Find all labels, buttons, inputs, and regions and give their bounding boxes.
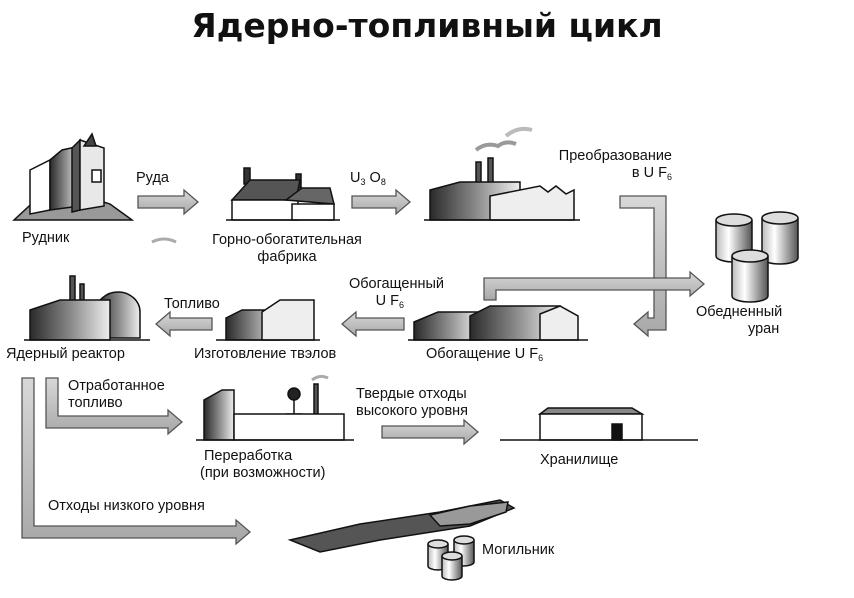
label-u3o8-u: U xyxy=(350,170,361,186)
label-spent-line1: Отработанное xyxy=(68,378,165,394)
label-enriched-sub: 6 xyxy=(398,300,404,310)
label-fabrication: Изготовление твэлов xyxy=(194,346,337,362)
label-u3o8-u-sub: 3 xyxy=(360,177,366,187)
label-high-level-waste: Твердые отходы высокого уровня xyxy=(356,386,468,420)
label-enriched-line2: U F6 xyxy=(304,293,444,314)
enrichment-plant-icon xyxy=(408,305,588,341)
label-reprocessing: Переработка (при возможности) xyxy=(190,448,390,482)
label-enriched: Обогащенный U F6 xyxy=(304,276,444,314)
arrow-hlw xyxy=(381,418,479,446)
label-spent-line2: топливо xyxy=(68,395,123,411)
label-mill-line2: фабрика xyxy=(257,249,317,265)
arrow-ore xyxy=(137,188,199,216)
label-mill-line1: Горно-обогатительная xyxy=(212,232,362,248)
label-spent-fuel: Отработанное топливо xyxy=(68,378,165,412)
depleted-uranium-barrels-icon xyxy=(715,211,799,303)
repository-icon xyxy=(287,499,516,581)
label-repository: Могильник xyxy=(482,542,555,558)
label-conversion-uf: в U F xyxy=(631,165,667,181)
storage-building-icon xyxy=(500,407,698,441)
label-conversion-line1: Преобразование xyxy=(558,148,672,164)
fuel-fabrication-icon xyxy=(216,299,320,341)
label-depleted-line2: уран xyxy=(748,321,780,337)
label-depleted-uranium: Обедненный уран xyxy=(696,304,782,338)
arrow-enriched xyxy=(341,310,405,338)
label-u3o8-o: O xyxy=(365,170,381,186)
label-fuel: Топливо xyxy=(164,296,220,312)
label-hlw-line2: высокого уровня xyxy=(356,403,469,419)
mill-icon xyxy=(226,167,340,221)
arrow-uf6-to-enrichment xyxy=(619,195,667,338)
smoke-icon xyxy=(151,237,177,244)
label-u3o8: U3 O8 xyxy=(350,170,386,191)
reprocessing-plant-icon xyxy=(196,374,354,441)
arrow-u3o8 xyxy=(351,188,411,216)
conversion-plant-icon xyxy=(424,126,580,221)
diagram-title: Ядерно-топливный цикл xyxy=(191,6,663,45)
label-storage: Хранилище xyxy=(540,452,619,468)
mine-icon xyxy=(12,132,135,221)
label-enrichment: Обогащение U F6 xyxy=(426,346,543,367)
label-mine: Рудник xyxy=(22,230,70,246)
reactor-icon xyxy=(24,275,150,341)
label-depleted-line1: Обедненный xyxy=(696,304,783,320)
label-conversion: Преобразование в U F6 xyxy=(502,148,672,186)
label-conversion-line2: в U F6 xyxy=(502,165,672,186)
arrow-llw xyxy=(21,377,251,546)
label-reactor: Ядерный реактор xyxy=(6,346,125,362)
label-hlw-line1: Твердые отходы xyxy=(356,386,467,402)
label-reprocessing-line2: (при возможности) xyxy=(200,465,326,481)
label-ore: Руда xyxy=(136,170,169,186)
label-mill: Горно-обогатительная фабрика xyxy=(180,232,394,266)
arrow-depleted xyxy=(483,270,705,301)
label-enrichment-text: Обогащение U F xyxy=(426,346,539,362)
label-enrichment-sub: 6 xyxy=(538,353,544,363)
label-low-level-waste: Отходы низкого уровня xyxy=(48,498,205,514)
arrow-fuel xyxy=(155,310,213,338)
label-conversion-sub: 6 xyxy=(666,172,672,182)
arrow-spent xyxy=(45,377,183,436)
label-reprocessing-line1: Переработка xyxy=(204,448,293,464)
label-u3o8-o-sub: 8 xyxy=(380,177,386,187)
label-enriched-uf: U F xyxy=(375,293,399,309)
label-enriched-line1: Обогащенный xyxy=(348,276,444,292)
